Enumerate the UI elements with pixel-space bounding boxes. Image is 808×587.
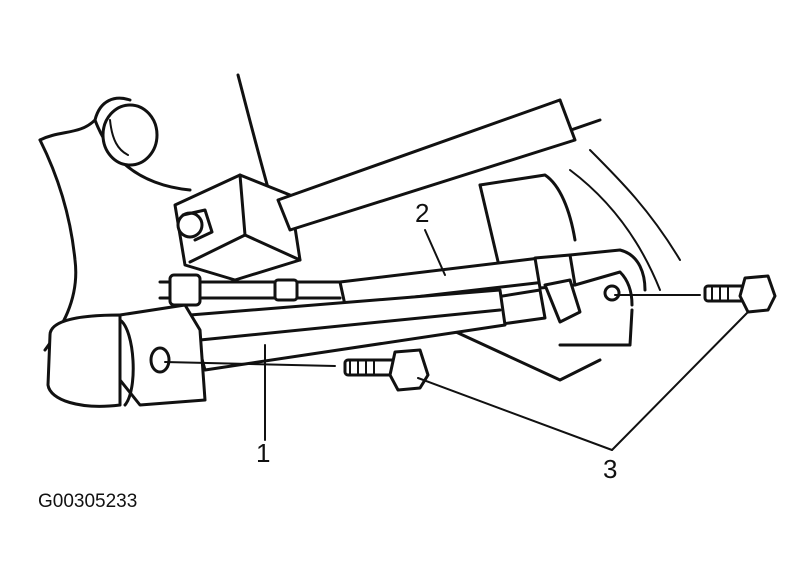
leader-lines [264,229,749,451]
bolt-left [164,348,430,392]
callout-1: 1 [256,438,270,468]
figure-code: G00305233 [38,491,137,512]
round-mount [101,103,159,167]
upper-rod [158,248,647,307]
crossmember-bracket [173,98,577,282]
bolt-right [614,274,777,314]
callout-2: 2 [415,198,429,228]
callout-3: 3 [603,454,617,484]
lower-link-arm [46,288,507,408]
rod-bracket [488,278,621,327]
